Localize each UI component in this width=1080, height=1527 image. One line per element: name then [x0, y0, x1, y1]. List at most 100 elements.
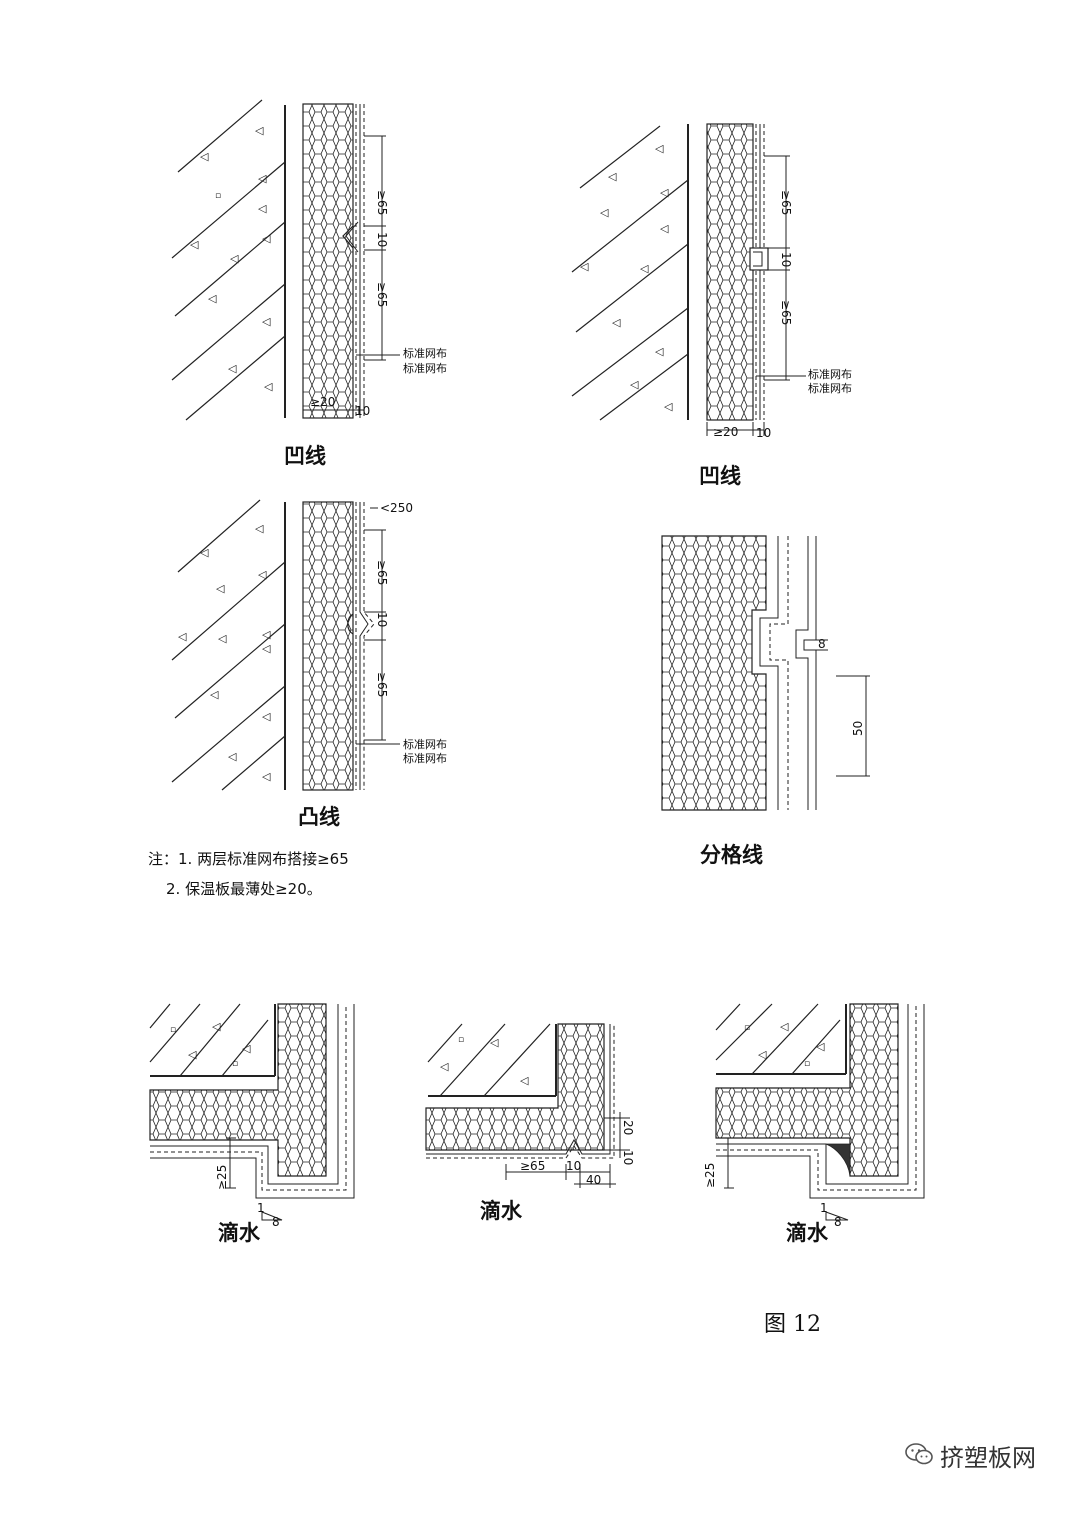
- mesh-layers-7: [716, 1004, 925, 1221]
- insulation-board-3: [302, 501, 354, 791]
- svg-text:◁: ◁: [630, 378, 639, 391]
- detail-drip-3: ▫ ◁ ◁ ◁ ▫ ≥25 1 8 滴水: [703, 1003, 925, 1245]
- dim-recess-2-overlap-bottom: ≥65: [779, 300, 793, 325]
- caption-drip-2: 滴水: [480, 1199, 523, 1223]
- dim-bump-limit: <250: [380, 501, 413, 515]
- wechat-icon: [905, 1443, 933, 1465]
- dim-drip-2-edge: 10: [621, 1150, 635, 1165]
- caption-recess-1: 凹线: [284, 444, 326, 468]
- insulation-board-7: [715, 1003, 899, 1177]
- svg-text:◁: ◁: [640, 262, 649, 275]
- svg-text:◁: ◁: [780, 1020, 789, 1033]
- svg-text:▫: ▫: [215, 191, 221, 201]
- caption-drip-1: 滴水: [218, 1221, 261, 1245]
- dim-bump-rib: 10: [375, 612, 389, 627]
- svg-text:◁: ◁: [258, 568, 267, 581]
- insulation-board-4: [661, 535, 767, 811]
- dim-drip-2-setback: 40: [586, 1173, 601, 1187]
- dim-division-gap: 8: [818, 637, 826, 651]
- concrete-wall-1: ◁ ◁ ◁ ▫ ◁ ◁ ◁ ◁ ◁ ◁ ◁ ◁: [171, 99, 286, 421]
- svg-text:◁: ◁: [258, 202, 267, 215]
- mesh-layers-4: [759, 536, 817, 810]
- detail-drip-1: ▫ ◁ ◁ ◁ ▫ ≥25 1 8 滴水: [149, 1003, 355, 1245]
- svg-text:▫: ▫: [170, 1025, 176, 1035]
- insulation-board-2: [706, 123, 754, 421]
- svg-text:▫: ▫: [804, 1059, 810, 1069]
- svg-text:◁: ◁: [655, 345, 664, 358]
- note-line-1: 注：1. 两层标准网布搭接≥65: [148, 850, 349, 868]
- svg-text:◁: ◁: [210, 688, 219, 701]
- svg-text:◁: ◁: [262, 628, 271, 641]
- svg-text:◁: ◁: [660, 222, 669, 235]
- dim-division-width: 50: [851, 721, 865, 736]
- dim-recess-2-board: ≥20: [713, 425, 738, 439]
- dim-recess-1-groove: 10: [375, 232, 389, 247]
- svg-text:◁: ◁: [216, 582, 225, 595]
- svg-text:◁: ◁: [262, 232, 271, 245]
- svg-text:◁: ◁: [255, 522, 264, 535]
- caption-bump: 凸线: [298, 805, 340, 829]
- dim-recess-2-overlap-top: ≥65: [779, 190, 793, 215]
- mesh-layers-2: [749, 124, 769, 420]
- svg-text:◁: ◁: [264, 380, 273, 393]
- svg-text:◁: ◁: [520, 1074, 529, 1087]
- dimension-lines-2: [706, 155, 806, 436]
- watermark-text: 挤塑板网: [940, 1444, 1036, 1472]
- svg-text:◁: ◁: [660, 186, 669, 199]
- caption-drip-3: 滴水: [786, 1221, 829, 1245]
- dim-drip-2-return: 20: [621, 1120, 635, 1135]
- insulation-board-1: [302, 103, 354, 419]
- svg-text:▫: ▫: [232, 1059, 238, 1069]
- slope-drip-3-run: 8: [834, 1215, 842, 1229]
- svg-text:◁: ◁: [188, 1048, 197, 1061]
- svg-text:◁: ◁: [608, 170, 617, 183]
- dim-drip-2-groove: 10: [566, 1159, 581, 1173]
- svg-text:◁: ◁: [200, 546, 209, 559]
- dim-bump-overlap-bottom: ≥65: [375, 672, 389, 697]
- label-recess-1-mesh-b: 标准网布: [403, 361, 447, 375]
- svg-text:◁: ◁: [190, 238, 199, 251]
- detail-drip-2: ▫ ◁ ◁ ◁ 20 ≥65 10 10 40 滴水: [425, 1023, 635, 1223]
- insulation-board-5: [149, 1003, 327, 1177]
- svg-text:◁: ◁: [242, 1042, 251, 1055]
- dim-recess-1-overlap-bottom: ≥65: [375, 282, 389, 307]
- svg-text:◁: ◁: [758, 1048, 767, 1061]
- dim-recess-1-finish: 10: [355, 404, 370, 418]
- svg-text:◁: ◁: [816, 1040, 825, 1053]
- svg-text:◁: ◁: [580, 260, 589, 273]
- svg-text:◁: ◁: [262, 710, 271, 723]
- svg-text:◁: ◁: [262, 642, 271, 655]
- slope-drip-3-rise: 1: [820, 1201, 828, 1215]
- caption-division: 分格线: [700, 843, 763, 867]
- slope-drip-1-rise: 1: [257, 1201, 265, 1215]
- dim-drip-2-overlap: ≥65: [520, 1159, 545, 1173]
- concrete-wall-2: ◁ ◁ ◁ ◁ ◁ ◁ ◁ ◁ ◁ ◁ ◁: [571, 124, 689, 421]
- detail-recess-2: ◁ ◁ ◁ ◁ ◁ ◁ ◁ ◁ ◁ ◁ ◁: [571, 123, 852, 488]
- svg-text:◁: ◁: [208, 292, 217, 305]
- label-recess-1-mesh-a: 标准网布: [403, 346, 447, 360]
- svg-text:◁: ◁: [262, 770, 271, 783]
- label-bump-mesh-b: 标准网布: [403, 751, 447, 765]
- svg-text:◁: ◁: [490, 1036, 499, 1049]
- dim-recess-2-finish: 10: [756, 426, 771, 440]
- caption-recess-2: 凹线: [699, 464, 741, 488]
- detail-recess-1: ◁ ◁ ◁ ▫ ◁ ◁ ◁ ◁ ◁ ◁ ◁ ◁: [171, 99, 447, 468]
- dimension-lines-4: [812, 639, 870, 777]
- svg-text:◁: ◁: [612, 316, 621, 329]
- label-recess-2-mesh-b: 标准网布: [808, 381, 852, 395]
- svg-text:◁: ◁: [262, 315, 271, 328]
- concrete-slab-6: ▫ ◁ ◁ ◁: [427, 1023, 557, 1097]
- svg-text:◁: ◁: [212, 1020, 221, 1033]
- mesh-layers-6: [426, 1024, 630, 1188]
- dim-drip-1-depth: ≥25: [215, 1165, 229, 1190]
- insulation-board-6: [425, 1023, 605, 1151]
- svg-text:◁: ◁: [200, 150, 209, 163]
- svg-text:◁: ◁: [178, 630, 187, 643]
- svg-text:◁: ◁: [218, 632, 227, 645]
- svg-text:◁: ◁: [664, 400, 673, 413]
- svg-text:◁: ◁: [440, 1060, 449, 1073]
- detail-bump: ◁ ◁ ◁ ◁ ◁ ◁ ◁ ◁ ◁ ◁ ◁ ◁: [171, 499, 447, 829]
- detail-division: 8 50 分格线: [661, 535, 870, 867]
- figure-label: 图 12: [764, 1312, 821, 1337]
